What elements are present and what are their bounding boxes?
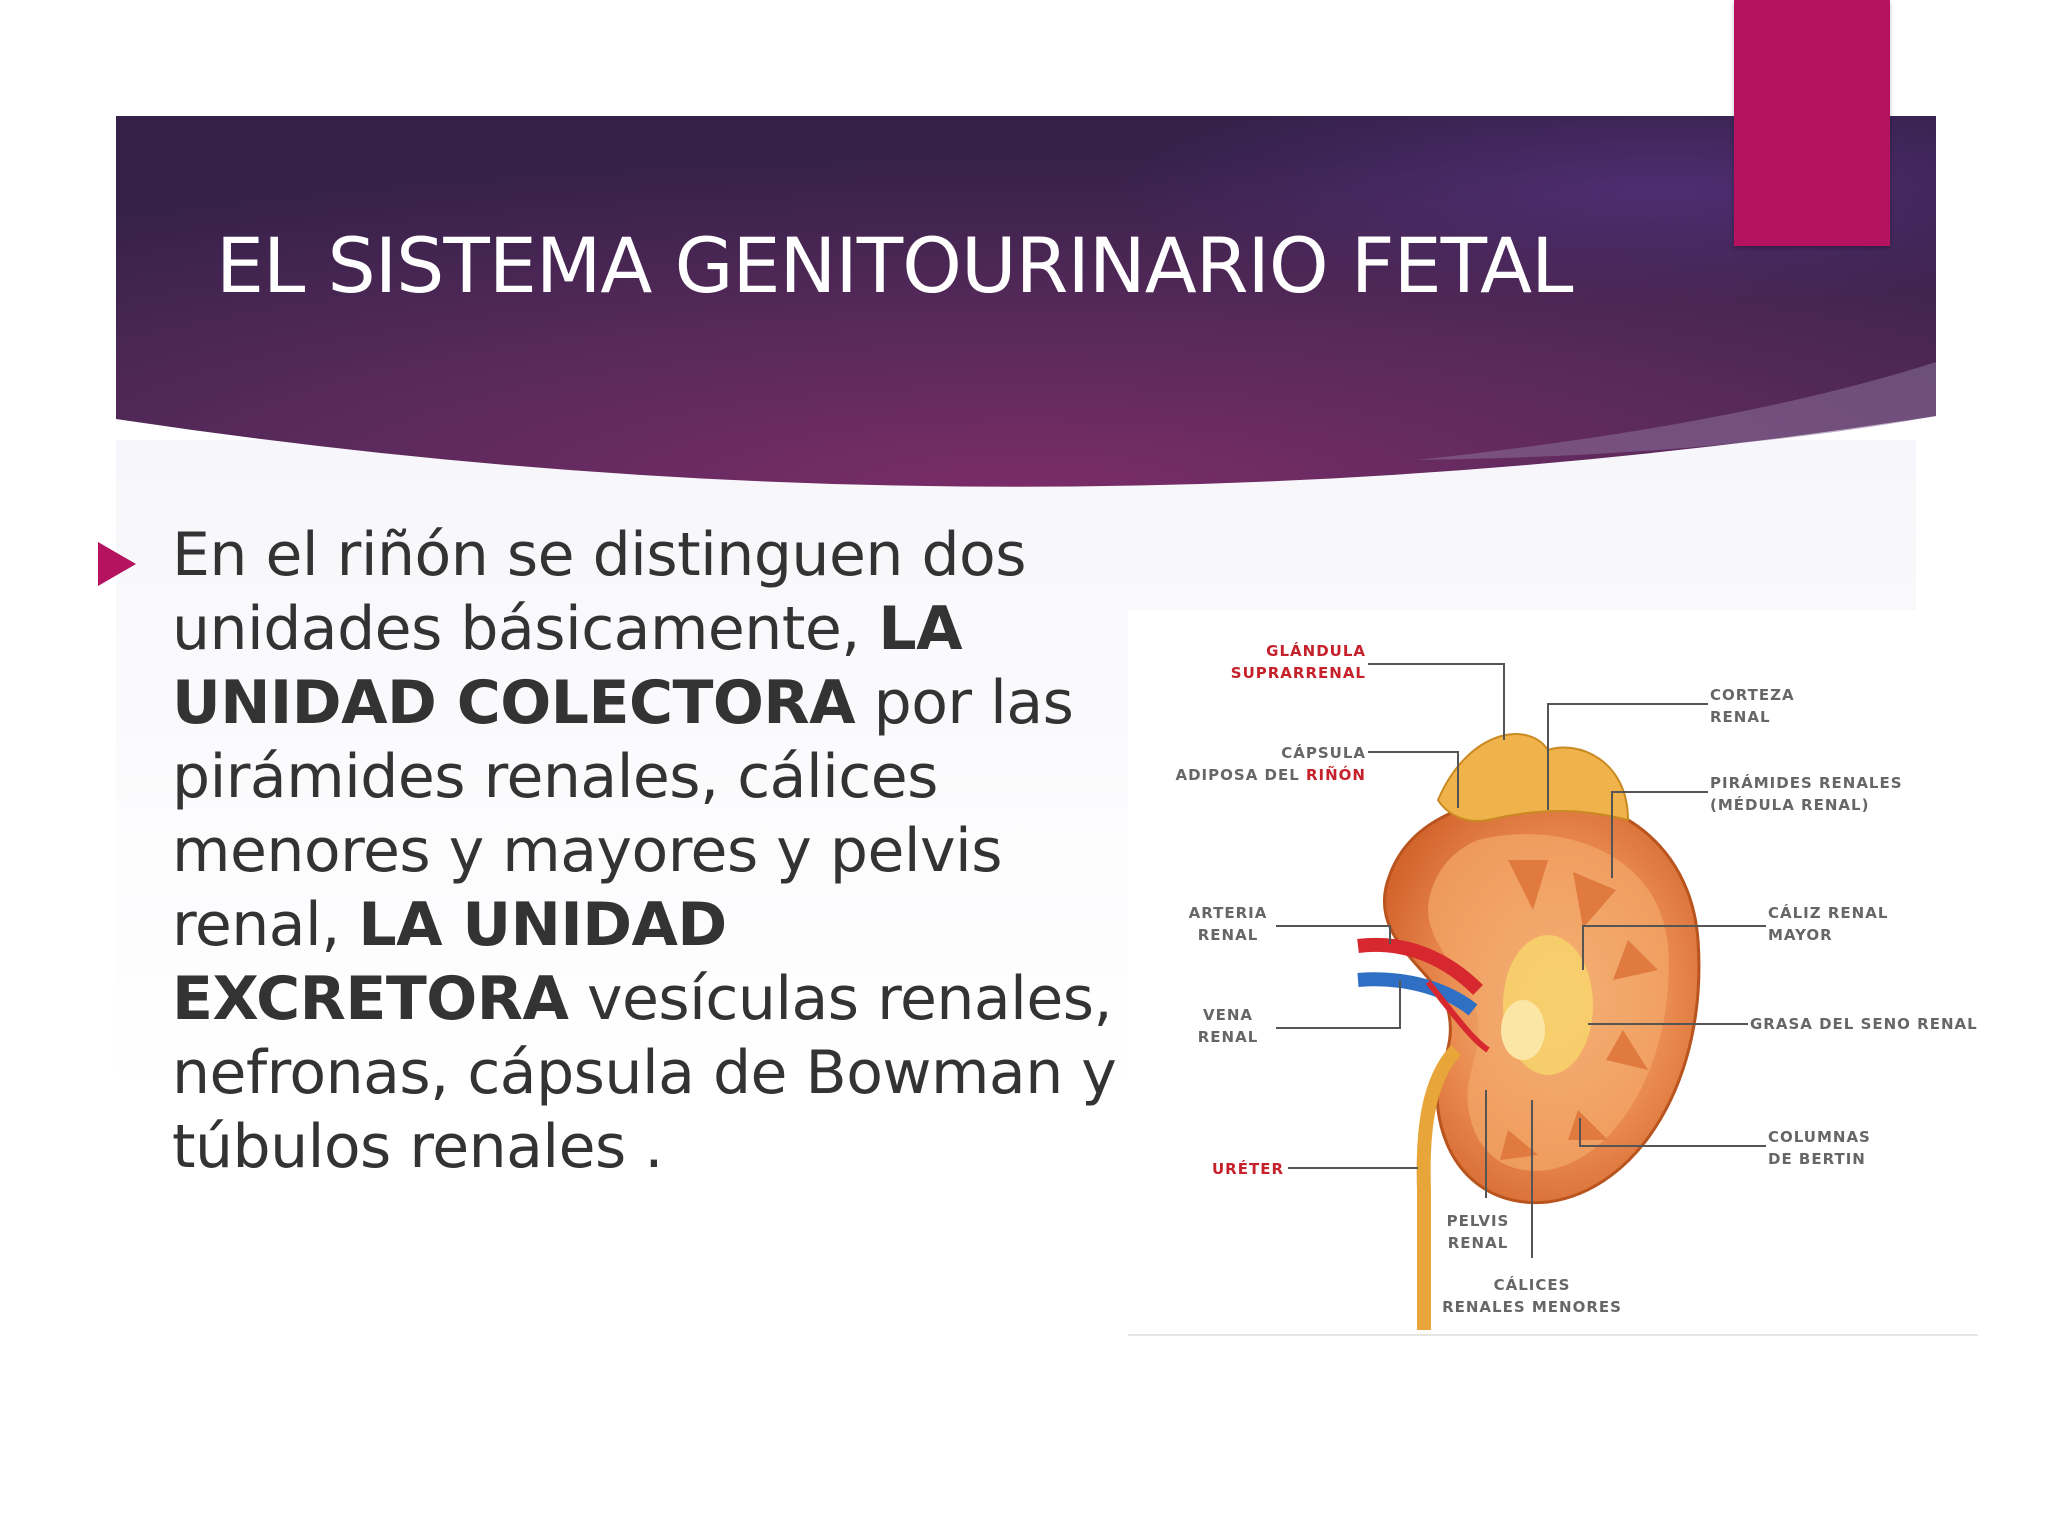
label-arteria-renal: RENAL [1198, 926, 1259, 944]
accent-tab [1734, 0, 1890, 246]
label-capsula: CÁPSULA [1281, 743, 1366, 762]
label-calices: CÁLICES [1494, 1275, 1571, 1294]
triangle-bullet-icon [98, 542, 136, 586]
label-glandula: GLÁNDULA [1266, 641, 1366, 660]
label-rinon: RIÑÓN [1306, 765, 1366, 784]
label-adiposa: ADIPOSA DEL [1176, 766, 1307, 784]
label-corteza-renal: RENAL [1710, 708, 1771, 726]
label-medula: (MÉDULA RENAL) [1710, 795, 1869, 814]
label-bertin: DE BERTIN [1768, 1150, 1866, 1168]
kidney-illustration [1357, 733, 1701, 1330]
label-caliz: CÁLIZ RENAL [1768, 903, 1888, 922]
label-vena-renal: RENAL [1198, 1028, 1259, 1046]
label-calices-menores: RENALES MENORES [1442, 1298, 1622, 1316]
label-caliz-mayor: MAYOR [1768, 926, 1833, 944]
kidney-diagram: GLÁNDULA SUPRARRENAL CÁPSULA ADIPOSA DEL… [1128, 610, 1978, 1336]
bullet-text-part: por las pirámides renales, cálices menor… [172, 668, 1074, 960]
label-suprarrenal: SUPRARRENAL [1231, 664, 1366, 682]
label-pelvis: PELVIS [1447, 1212, 1510, 1230]
title-banner [116, 116, 1936, 496]
label-grasa: GRASA DEL SENO RENAL [1750, 1015, 1978, 1033]
label-piramides: PIRÁMIDES RENALES [1710, 773, 1903, 792]
bullet-text-part: vesículas renales, nefronas, cápsula de … [172, 964, 1117, 1182]
label-corteza: CORTEZA [1710, 686, 1795, 704]
bullet-text-bold: LA UNIDAD COLECTORA [172, 594, 963, 738]
label-columnas: COLUMNAS [1768, 1128, 1871, 1146]
slide-title: EL SISTEMA GENITOURINARIO FETAL [216, 221, 1573, 310]
label-adiposa-rinon: ADIPOSA DEL RIÑÓN [1176, 765, 1367, 784]
label-arteria: ARTERIA [1189, 904, 1268, 922]
bullet-text-part: En el riñón se distinguen dos unidades b… [172, 520, 1027, 664]
label-vena: VENA [1203, 1006, 1253, 1024]
bullet-text: En el riñón se distinguen dos unidades b… [172, 518, 1122, 1184]
label-ureter: URÉTER [1212, 1159, 1284, 1178]
label-pelvis-renal: RENAL [1448, 1234, 1509, 1252]
bullet-text-bold: LA UNIDAD EXCRETORA [172, 890, 727, 1034]
